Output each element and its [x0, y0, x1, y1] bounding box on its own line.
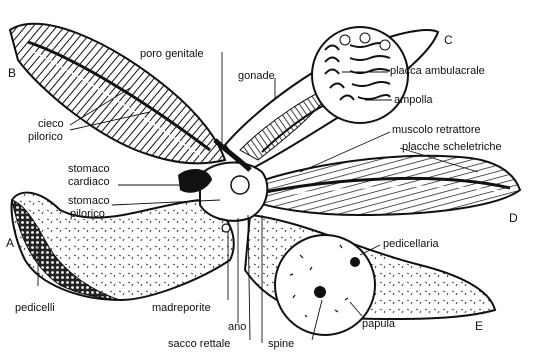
label-pilorico: pilorico	[28, 131, 63, 143]
label-pedicelli: pedicelli	[15, 302, 55, 314]
arm-letter-b: B	[8, 66, 16, 80]
label-stomaco-pilorico-line1: stomaco	[68, 195, 110, 207]
arm-letter-a: A	[6, 236, 14, 250]
label-spine: spine	[268, 338, 294, 350]
label-poro-genitale: poro genitale	[140, 48, 204, 60]
label-ano: ano	[228, 321, 246, 333]
label-muscolo-retrattore: muscolo retrattore	[392, 124, 481, 136]
arm-letter-d: D	[509, 211, 518, 225]
label-placca-ambulacrale: placca ambulacrale	[390, 65, 485, 77]
arm-a-shape	[12, 193, 234, 300]
magnified-skin-circle	[275, 235, 375, 335]
label-gonade: gonade	[238, 70, 275, 82]
label-madreporite: madreporite	[152, 302, 211, 314]
arm-d-shape	[250, 156, 520, 215]
label-ampolla: ampolla	[394, 94, 433, 106]
label-sacco-rettale: sacco rettale	[168, 338, 230, 350]
label-stomaco-pilorico-line2: pilorico	[70, 208, 105, 220]
label-placche-scheletriche: placche scheletriche	[402, 141, 502, 153]
label-pedicellaria: pedicellaria	[383, 238, 439, 250]
label-stomaco-cardiaco-line1: stomaco	[68, 163, 110, 175]
label-papula: papula	[362, 318, 395, 330]
arm-letter-e: E	[475, 319, 483, 333]
label-cieco: cieco	[38, 118, 64, 130]
arm-letter-c: C	[444, 33, 453, 47]
label-stomaco-cardiaco-line2: cardiaco	[68, 176, 110, 188]
